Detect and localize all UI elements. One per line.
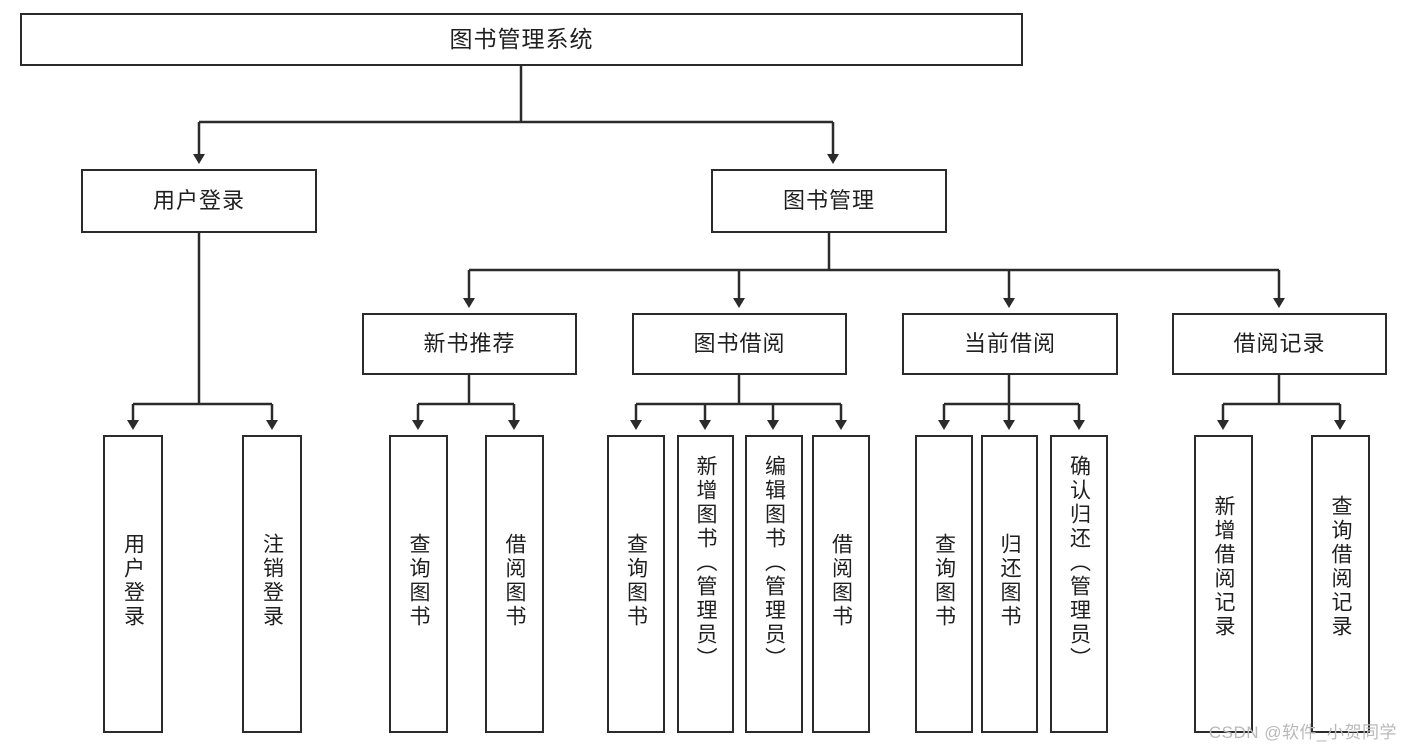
- node-leaf-confirm-return-admin-label: 确认归还（管理员）: [1067, 455, 1091, 671]
- node-book-manage[interactable]: 图书管理: [711, 169, 947, 233]
- node-leaf-query-book-2[interactable]: 查询图书: [607, 435, 665, 733]
- node-user-login[interactable]: 用户登录: [81, 169, 317, 233]
- node-leaf-edit-book-admin[interactable]: 编辑图书（管理员）: [745, 435, 803, 733]
- node-leaf-query-book-2-label: 查询图书: [624, 533, 648, 629]
- node-current-borrow-label: 当前借阅: [963, 330, 1056, 356]
- node-leaf-query-book-1[interactable]: 查询图书: [389, 435, 448, 733]
- node-borrow-record-label: 借阅记录: [1233, 330, 1326, 356]
- node-book-borrow[interactable]: 图书借阅: [632, 313, 847, 375]
- node-leaf-query-book-3[interactable]: 查询图书: [915, 435, 973, 733]
- node-leaf-query-book-1-label: 查询图书: [407, 533, 430, 629]
- node-new-book-recommend[interactable]: 新书推荐: [362, 313, 577, 375]
- node-leaf-user-login[interactable]: 用户登录: [103, 435, 163, 733]
- node-leaf-return-book-label: 归还图书: [998, 533, 1021, 629]
- node-leaf-query-borrow-record-label: 查询借阅记录: [1329, 495, 1352, 639]
- node-leaf-borrow-book-1[interactable]: 借阅图书: [485, 435, 544, 733]
- node-leaf-confirm-return-admin[interactable]: 确认归还（管理员）: [1050, 435, 1108, 733]
- node-new-book-recommend-label: 新书推荐: [423, 330, 516, 356]
- node-leaf-borrow-book-1-label: 借阅图书: [503, 533, 526, 629]
- node-leaf-borrow-book-2-label: 借阅图书: [829, 533, 853, 629]
- node-book-borrow-label: 图书借阅: [693, 330, 786, 356]
- csdn-watermark: CSDN @软件_小贺同学: [1208, 723, 1397, 742]
- node-leaf-return-book[interactable]: 归还图书: [981, 435, 1038, 733]
- node-leaf-query-book-3-label: 查询图书: [932, 533, 956, 629]
- node-leaf-add-book-admin-label: 新增图书（管理员）: [694, 455, 717, 671]
- node-leaf-logout-login-label: 注销登录: [260, 533, 284, 629]
- node-root[interactable]: 图书管理系统: [20, 13, 1023, 66]
- node-leaf-add-book-admin[interactable]: 新增图书（管理员）: [677, 435, 734, 733]
- node-book-manage-label: 图书管理: [782, 187, 875, 213]
- node-user-login-label: 用户登录: [152, 187, 245, 213]
- node-leaf-borrow-book-2[interactable]: 借阅图书: [812, 435, 870, 733]
- node-current-borrow[interactable]: 当前借阅: [902, 313, 1118, 375]
- node-root-label: 图书管理系统: [449, 25, 594, 52]
- node-leaf-user-login-label: 用户登录: [121, 533, 145, 629]
- node-leaf-query-borrow-record[interactable]: 查询借阅记录: [1311, 435, 1370, 733]
- node-leaf-logout-login[interactable]: 注销登录: [242, 435, 302, 733]
- node-leaf-add-borrow-record[interactable]: 新增借阅记录: [1194, 435, 1253, 733]
- node-leaf-add-borrow-record-label: 新增借阅记录: [1212, 495, 1235, 639]
- node-borrow-record[interactable]: 借阅记录: [1172, 313, 1387, 375]
- node-leaf-edit-book-admin-label: 编辑图书（管理员）: [762, 455, 786, 671]
